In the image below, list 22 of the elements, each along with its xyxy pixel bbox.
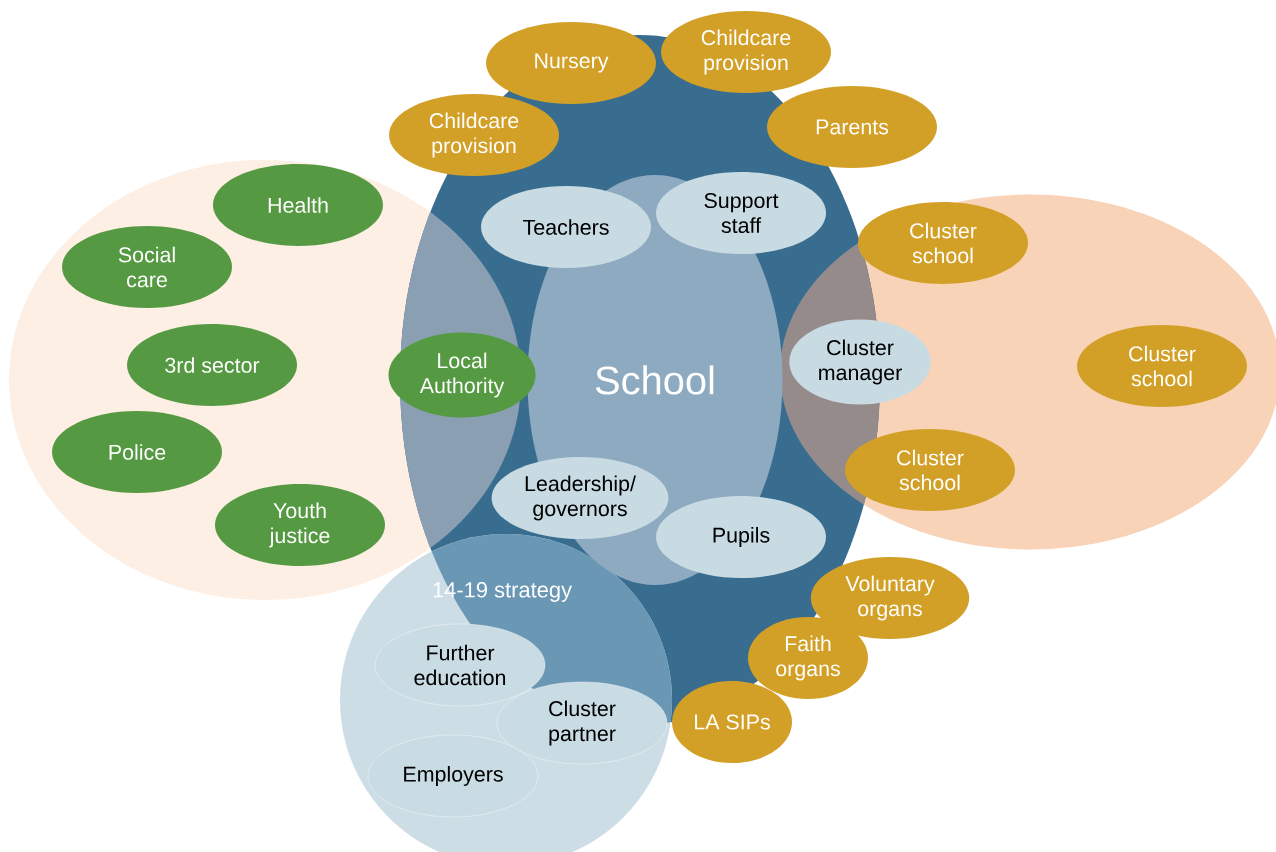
oval-node: Social care [62, 226, 232, 308]
oval-node: Cluster school [845, 429, 1015, 511]
oval-node: Leadership/ governors [491, 457, 669, 539]
oval-node: Teachers [481, 186, 651, 268]
oval-node: Employers [367, 734, 539, 818]
oval-node: Nursery [486, 22, 656, 104]
oval-node: Cluster manager [789, 319, 931, 405]
oval-node: Pupils [656, 496, 826, 578]
oval-node: Childcare provision [389, 94, 559, 176]
oval-node: Youth justice [215, 484, 385, 566]
oval-node: 3rd sector [127, 324, 297, 406]
oval-node: Cluster school [858, 202, 1028, 284]
oval-node: Childcare provision [661, 11, 831, 93]
oval-node: Faith organs [748, 617, 868, 699]
oval-node: Cluster school [1077, 325, 1247, 407]
oval-node: Health [213, 164, 383, 246]
oval-node: Police [52, 411, 222, 493]
oval-node: Local Authority [388, 332, 536, 418]
oval-node: Support staff [656, 172, 826, 254]
oval-node: Parents [767, 86, 937, 168]
oval-node: Further education [374, 623, 546, 707]
oval-node: LA SIPs [672, 681, 792, 763]
